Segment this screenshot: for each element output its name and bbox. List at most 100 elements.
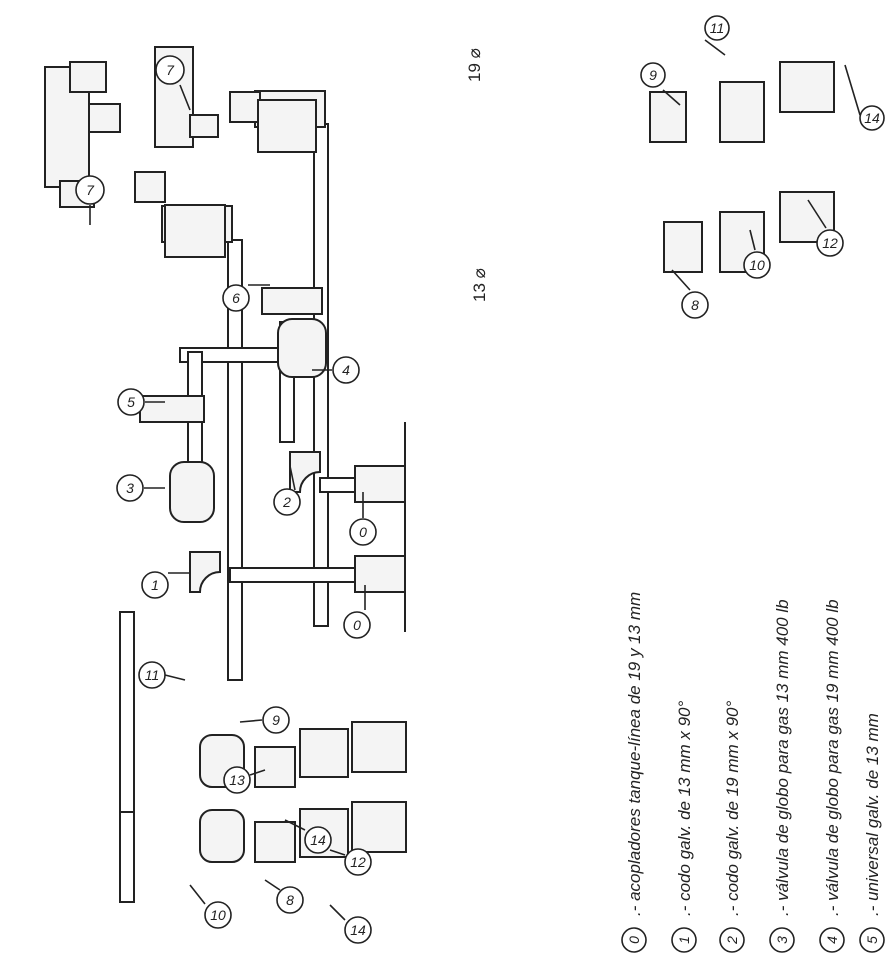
- legend-num-4: 4: [824, 936, 840, 944]
- callout-3: 3: [116, 474, 165, 502]
- legend-text-4: .- válvula de globo para gas 19 mm 400 l…: [823, 599, 842, 916]
- callout-12b: 12: [329, 848, 372, 876]
- svg-text:10: 10: [210, 907, 226, 923]
- callout-14c: 14: [329, 904, 372, 944]
- detail-fitting-9: [254, 746, 296, 788]
- callout-5: 5: [117, 388, 165, 416]
- detail-fitting-8: [254, 821, 296, 863]
- legend-num-1: 1: [676, 936, 692, 944]
- legend-text-0: .- acopladores tanque-línea de 19 y 13 m…: [625, 592, 644, 916]
- svg-text:10: 10: [749, 257, 765, 273]
- globe-valve-3: [169, 461, 215, 523]
- svg-text:8: 8: [286, 892, 294, 908]
- svg-text:2: 2: [282, 494, 291, 510]
- legend-circle-2: [719, 927, 745, 953]
- callout-9b: 9: [239, 706, 290, 734]
- svg-text:11: 11: [710, 20, 725, 36]
- dimension-label-13: 13 ⌀: [470, 268, 489, 302]
- callout-13: 13: [223, 766, 266, 794]
- cross-neck-b: [229, 91, 261, 123]
- valve-10: [663, 221, 703, 273]
- svg-text:3: 3: [126, 480, 134, 496]
- valve-11: [649, 91, 687, 143]
- callout-14a: 14: [844, 64, 885, 131]
- callout-1: 1: [141, 571, 190, 599]
- callout-0b: 0: [343, 585, 371, 639]
- callout-8b: 8: [264, 879, 304, 914]
- union-5: [139, 395, 205, 423]
- callout-10a: 10: [743, 229, 771, 279]
- svg-text:14: 14: [864, 110, 880, 126]
- detail-pigtail-14: [351, 721, 407, 773]
- main-piping: [44, 46, 835, 681]
- callout-2: 2: [273, 465, 301, 516]
- legend-num-2: 2: [724, 936, 740, 945]
- legend-text-1: .- codo galv. de 13 mm x 90°: [675, 700, 694, 916]
- pigtail-14b: [779, 61, 835, 113]
- svg-text:13: 13: [229, 772, 245, 788]
- tee-a: [164, 204, 226, 258]
- svg-text:11: 11: [145, 667, 160, 683]
- callout-8a: 8: [671, 269, 709, 319]
- svg-text:7: 7: [166, 62, 175, 78]
- elbow-2: [289, 451, 321, 493]
- legend: 0 .- acopladores tanque-línea de 19 y 13…: [621, 592, 885, 953]
- legend-text-3: .- válvula de globo para gas 13 mm 400 l…: [773, 599, 792, 916]
- callout-7a: 7: [75, 175, 105, 225]
- elbow-1: [189, 551, 221, 593]
- callout-10b: 10: [189, 884, 232, 929]
- callout-9a: 9: [640, 62, 681, 106]
- svg-text:12: 12: [350, 854, 366, 870]
- callout-6: 6: [222, 284, 270, 312]
- legend-circle-1: [671, 927, 697, 953]
- callouts: 7 7 11 9 14 6 8: [75, 15, 885, 944]
- detail-pipe-b: [119, 611, 135, 813]
- legend-circle-5: [859, 927, 885, 953]
- detail-adapter-13: [299, 728, 349, 778]
- pigtail-14a: [779, 191, 835, 243]
- legend-text-2: .- codo galv. de 19 mm x 90°: [723, 700, 742, 916]
- svg-text:8: 8: [691, 297, 699, 313]
- svg-text:6: 6: [232, 290, 240, 306]
- detail-assemblies: [119, 611, 407, 903]
- cross-stem-b: [189, 114, 219, 138]
- legend-text-5: .- universal galv. de 13 mm: [863, 713, 882, 916]
- coupler-0a: [354, 555, 406, 593]
- legend-num-0: 0: [626, 936, 642, 944]
- legend-circle-0: [621, 927, 647, 953]
- svg-text:0: 0: [359, 524, 367, 540]
- globe-valve-4: [277, 318, 327, 378]
- svg-text:14: 14: [310, 832, 326, 848]
- svg-text:12: 12: [822, 235, 838, 251]
- callout-14b: 14: [284, 819, 332, 854]
- svg-text:0: 0: [353, 617, 361, 633]
- cross-stem-a: [134, 171, 166, 203]
- legend-circle-3: [769, 927, 795, 953]
- dimension-label-19: 19 ⌀: [465, 48, 484, 82]
- callout-12a: 12: [807, 199, 844, 257]
- callout-11a: 11: [704, 15, 730, 56]
- svg-text:1: 1: [151, 577, 159, 593]
- svg-text:14: 14: [350, 922, 366, 938]
- drop-pipe-1: [229, 567, 361, 583]
- detail-valve-10: [199, 809, 245, 863]
- callout-7b: 7: [155, 55, 191, 111]
- tee-b: [257, 99, 317, 153]
- svg-text:5: 5: [127, 394, 135, 410]
- svg-text:9: 9: [272, 712, 280, 728]
- adapter-13: [719, 81, 765, 143]
- svg-text:7: 7: [86, 182, 95, 198]
- svg-text:9: 9: [649, 67, 657, 83]
- legend-circle-4: [819, 927, 845, 953]
- callout-0a: 0: [349, 492, 377, 546]
- union-6: [261, 287, 323, 315]
- cross-cap-a: [69, 61, 107, 93]
- detail-pigtail-14c: [351, 801, 407, 853]
- legend-num-5: 5: [864, 936, 880, 944]
- callout-4: 4: [312, 356, 360, 384]
- legend-num-3: 3: [774, 936, 790, 944]
- svg-text:4: 4: [342, 362, 350, 378]
- callout-11b: 11: [138, 661, 186, 689]
